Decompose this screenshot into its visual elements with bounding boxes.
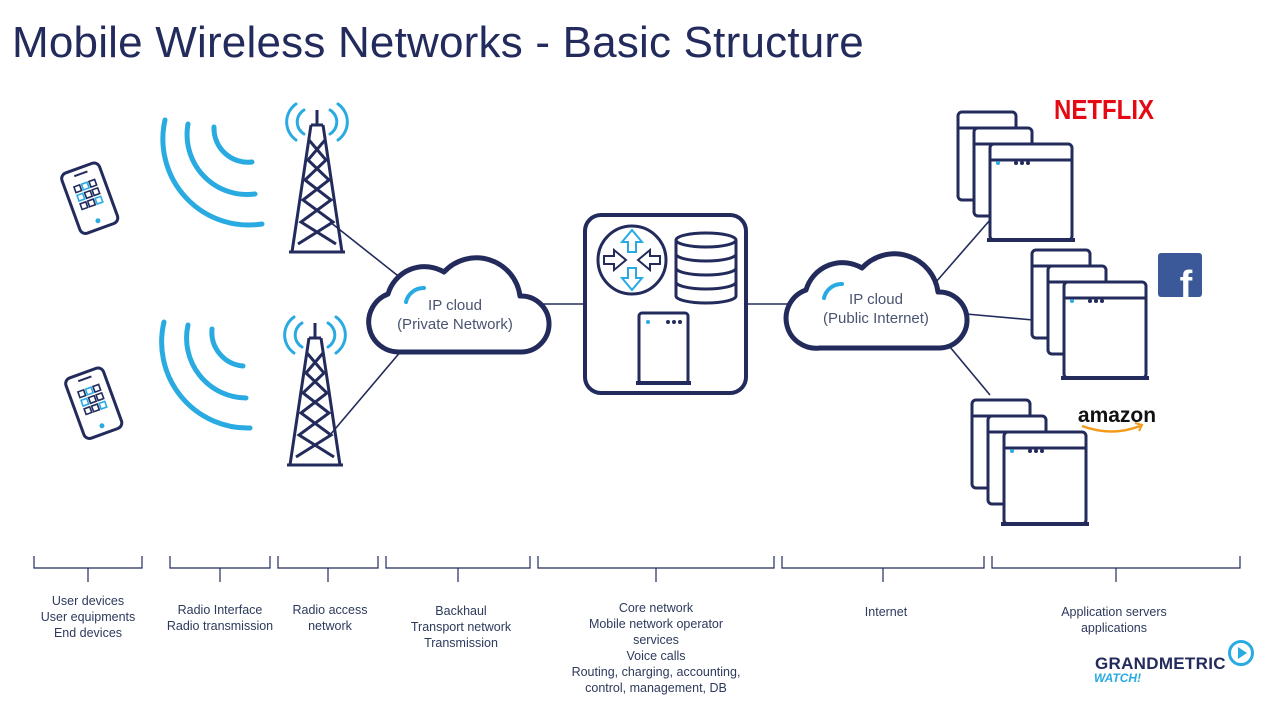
- facebook-logo-letter: f: [1180, 264, 1193, 306]
- logo-name: GRANDMETRIC: [1095, 654, 1226, 673]
- play-icon: [1228, 640, 1254, 666]
- radio-waves-icon: [160, 117, 265, 228]
- public-cloud-label: IP cloud: [849, 291, 903, 308]
- facebook-logo: f: [1158, 253, 1202, 306]
- label-radio-access-network: Radio access network: [292, 603, 368, 633]
- phone-icon: [60, 161, 120, 235]
- server-stack-facebook: [1030, 248, 1149, 380]
- logo-tagline: WATCH!: [1094, 671, 1142, 685]
- grandmetric-logo: GRANDMETRIC WATCH!: [1092, 638, 1262, 688]
- amazon-logo-text: amazon: [1078, 404, 1156, 427]
- server-stack-netflix: [956, 110, 1075, 242]
- section-braces: [33, 556, 1241, 582]
- label-user-devices: User devices User equipments End devices: [40, 594, 136, 640]
- cell-tower-icon: [285, 102, 349, 254]
- label-radio-interface: Radio Interface Radio transmission: [166, 603, 274, 633]
- server-leds-accent: [996, 161, 1074, 453]
- public-cloud-sublabel: (Public Internet): [823, 310, 929, 327]
- router-icon: [596, 224, 668, 296]
- private-cloud-icon: IP cloud (Private Network): [366, 255, 552, 355]
- database-icon: [674, 231, 738, 305]
- phone-icon: [64, 366, 124, 440]
- netflix-logo: NETFLIX: [1054, 94, 1154, 125]
- label-backhaul: Backhaul Transport network Transmission: [410, 604, 512, 650]
- radio-waves-icon: [159, 319, 253, 431]
- server-icon: [636, 311, 691, 385]
- label-core-network: Core network Mobile network operator ser…: [571, 601, 741, 695]
- server-leds: [1014, 161, 1104, 453]
- amazon-logo: amazon: [1078, 404, 1156, 433]
- private-cloud-label: IP cloud: [428, 297, 482, 314]
- public-cloud-icon: IP cloud (Public Internet): [783, 251, 970, 351]
- core-network-box: [583, 213, 748, 395]
- label-internet: Internet: [864, 605, 908, 619]
- label-application-servers: Application servers applications: [1061, 605, 1167, 635]
- page-title: Mobile Wireless Networks - Basic Structu…: [12, 18, 864, 67]
- cell-tower-icon: [283, 315, 347, 467]
- server-stack-amazon: [970, 398, 1089, 526]
- private-cloud-sublabel: (Private Network): [397, 316, 513, 333]
